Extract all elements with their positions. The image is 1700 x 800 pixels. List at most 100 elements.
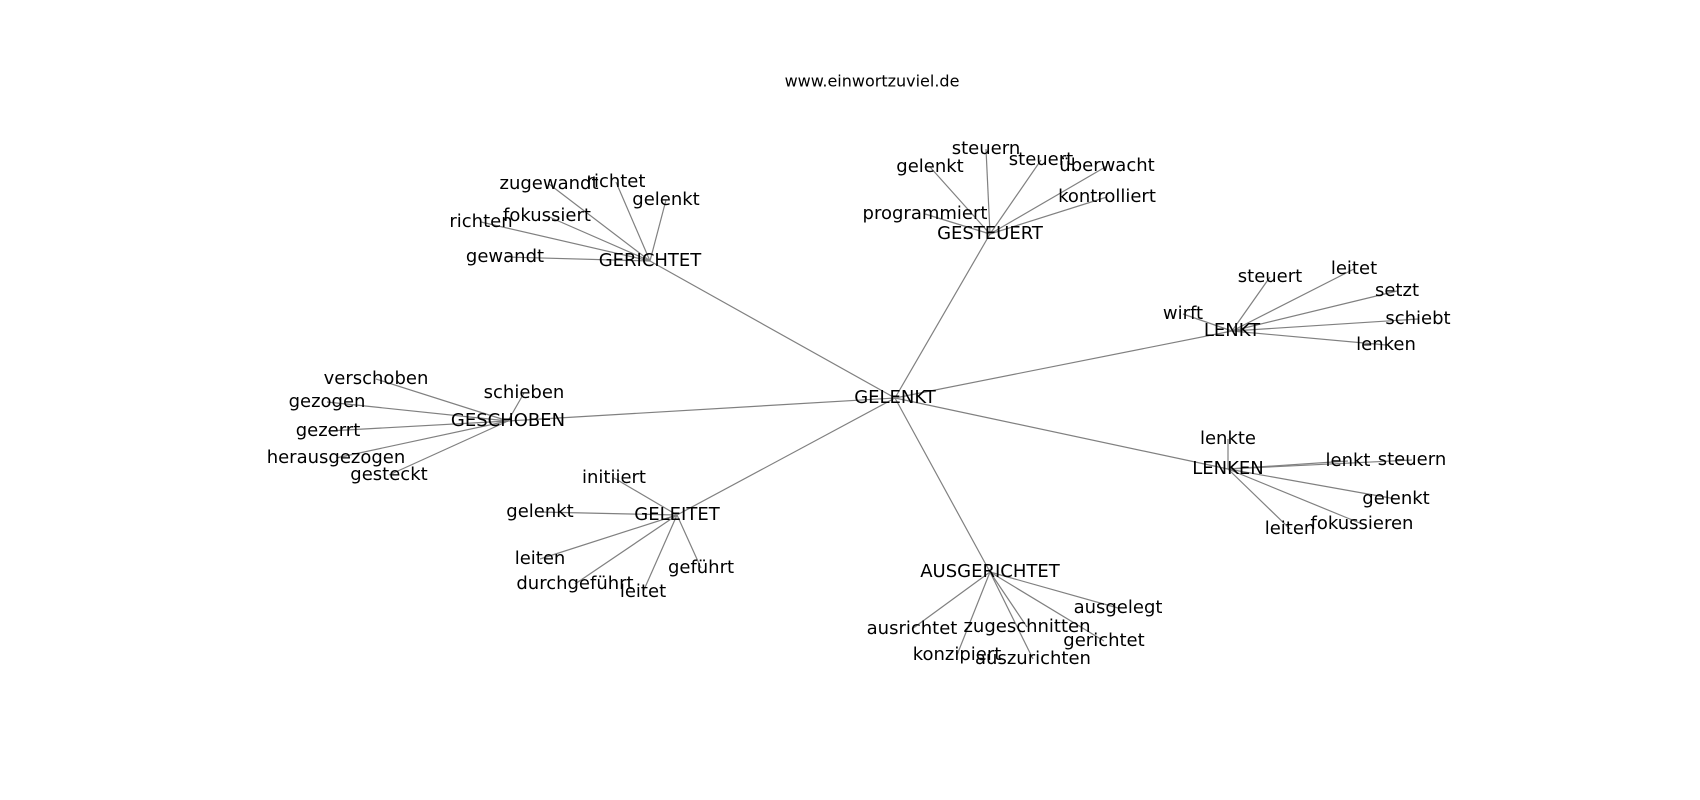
leaf-node-gesteuert-ueberwacht: überwacht: [1059, 155, 1154, 176]
leaf-node-gerichtet-richtet: richtet: [587, 171, 646, 192]
leaf-node-geleitet-gelenkt: gelenkt: [506, 501, 573, 522]
edge-geleitet-leitet: [642, 514, 678, 593]
edges-layer: [326, 148, 1419, 660]
leaf-node-ausgerichtet-zugeschnitten: zugeschnitten: [963, 616, 1090, 637]
leaf-node-geschoben-gezerrt: gezerrt: [296, 420, 361, 441]
leaf-node-geschoben-gezogen: gezogen: [289, 391, 366, 412]
edge-lenken-steuern: [1227, 459, 1413, 470]
edge-geschoben-schieben: [507, 392, 525, 422]
edge-ausgerichtet-gerichtet: [989, 571, 1105, 642]
hub-node-geleitet: GELEITET: [634, 504, 720, 525]
leaf-node-geleitet-durchgefuehrt: durchgeführt: [516, 573, 633, 594]
edge-gesteuert-steuern: [985, 148, 991, 235]
leaf-node-lenken-lenkte: lenkte: [1200, 428, 1256, 449]
edge-geleitet-gefuehrt: [676, 514, 702, 569]
edge-geschoben-verschoben: [375, 378, 509, 422]
leaf-node-lenken-lenkt: lenkt: [1326, 450, 1371, 471]
edge-ausgerichtet-ausgelegt: [989, 571, 1119, 609]
leaf-node-lenkt-steuert: steuert: [1238, 266, 1302, 287]
leaf-node-geschoben-verschoben: verschoben: [324, 368, 429, 389]
leaf-node-gerichtet-gewandt: gewandt: [466, 246, 544, 267]
leaf-node-geschoben-herausgezogen: herausgezogen: [267, 447, 406, 468]
leaf-node-geschoben-gesteckt: gesteckt: [350, 464, 427, 485]
leaf-node-geleitet-leitet: leitet: [620, 581, 666, 602]
edge-lenken-fokussieren: [1227, 468, 1363, 525]
edge-geleitet-durchgefuehrt: [574, 514, 678, 585]
leaf-node-lenkt-lenken: lenken: [1356, 334, 1416, 355]
edge-geleitet-gelenkt: [539, 511, 678, 516]
hub-node-lenkt: LENKT: [1204, 320, 1261, 341]
edge-lenkt-lenken: [1231, 330, 1387, 346]
edge-ausgerichtet-zugeschnitten: [989, 571, 1028, 628]
site-url-label: www.einwortzuviel.de: [785, 72, 960, 91]
leaf-node-ausgerichtet-gerichtet: gerichtet: [1063, 630, 1144, 651]
leaf-node-ausgerichtet-ausgelegt: ausgelegt: [1074, 597, 1163, 618]
leaf-node-geschoben-schieben: schieben: [484, 382, 565, 403]
edge-geschoben-herausgezogen: [335, 420, 509, 459]
leaf-node-lenkt-schiebt: schiebt: [1385, 308, 1450, 329]
leaf-node-gerichtet-zugewandt: zugewandt: [500, 173, 599, 194]
edge-lenkt-leitet: [1231, 268, 1355, 332]
edge-gerichtet-fokussiert: [546, 215, 651, 262]
edge-center-gesteuert: [894, 233, 991, 399]
center-node-gelenkt: GELENKT: [854, 387, 937, 408]
leaf-node-gerichtet-fokussiert: fokussiert: [503, 205, 591, 226]
edge-geschoben-gezogen: [326, 401, 509, 422]
edge-lenkt-wirft: [1182, 313, 1233, 332]
leaf-node-lenken-leiten: leiten: [1265, 518, 1316, 539]
edge-gerichtet-gewandt: [504, 256, 651, 262]
edge-geschoben-gezerrt: [327, 420, 509, 432]
leaf-node-gesteuert-steuern: steuern: [952, 138, 1020, 159]
leaf-node-lenkt-setzt: setzt: [1375, 280, 1419, 301]
leaf-node-gesteuert-steuert: steuert: [1009, 149, 1073, 170]
edge-gesteuert-gelenkt: [929, 166, 991, 235]
leaf-node-ausgerichtet-konzipiert: konzipiert: [913, 644, 1002, 665]
hub-node-ausgerichtet: AUSGERICHTET: [920, 561, 1061, 582]
edge-lenkt-steuert: [1231, 276, 1271, 332]
edge-ausgerichtet-auszurichten: [989, 571, 1034, 660]
edge-center-geleitet: [676, 397, 896, 516]
leaf-node-geleitet-gefuehrt: geführt: [668, 557, 734, 578]
leaf-node-lenkt-wirft: wirft: [1163, 303, 1203, 324]
edge-ausgerichtet-ausrichtet: [911, 571, 991, 630]
edge-ausgerichtet-konzipiert: [956, 571, 991, 656]
edge-gerichtet-richtet: [615, 181, 651, 262]
hub-node-geschoben: GESCHOBEN: [451, 410, 565, 431]
edge-gesteuert-kontrolliert: [989, 196, 1108, 235]
edge-geschoben-gesteckt: [388, 420, 509, 476]
edge-lenken-gelenkt: [1227, 468, 1397, 500]
hub-node-gerichtet: GERICHTET: [599, 250, 703, 271]
leaf-node-gesteuert-kontrolliert: kontrolliert: [1058, 186, 1156, 207]
edge-lenkt-setzt: [1231, 290, 1398, 332]
edge-lenkt-schiebt: [1231, 318, 1419, 332]
edge-gerichtet-gelenkt: [649, 199, 667, 262]
leaf-node-gerichtet-richten: richten: [449, 211, 512, 232]
edge-center-lenken: [894, 397, 1229, 470]
leaf-node-gerichtet-gelenkt: gelenkt: [632, 189, 699, 210]
leaf-node-ausgerichtet-auszurichten: auszurichten: [975, 648, 1091, 669]
leaf-node-ausgerichtet-ausrichtet: ausrichtet: [867, 618, 958, 639]
edge-geleitet-leiten: [539, 514, 678, 560]
edge-gesteuert-programmiert: [924, 213, 991, 235]
edge-geleitet-initiiert: [613, 477, 678, 516]
edge-gesteuert-ueberwacht: [989, 165, 1108, 235]
leaf-node-gesteuert-programmiert: programmiert: [863, 203, 988, 224]
leaf-node-lenkt-leitet: leitet: [1331, 258, 1377, 279]
hub-node-gesteuert: GESTEUERT: [937, 223, 1044, 244]
edge-gesteuert-steuert: [989, 159, 1042, 235]
leaf-node-geleitet-initiiert: initiiert: [582, 467, 646, 488]
hub-node-lenken: LENKEN: [1192, 458, 1264, 479]
edge-center-geschoben: [507, 397, 896, 422]
edge-center-ausgerichtet: [894, 397, 991, 573]
labels-layer: GELENKTGERICHTETzugewandtrichtetgelenktf…: [267, 138, 1451, 669]
leaf-node-lenken-fokussieren: fokussieren: [1311, 513, 1414, 534]
edge-lenken-leiten: [1227, 468, 1291, 530]
leaf-node-lenken-gelenkt: gelenkt: [1362, 488, 1429, 509]
edge-center-lenkt: [894, 330, 1233, 399]
leaf-node-lenken-steuern: steuern: [1378, 449, 1446, 470]
edge-gerichtet-zugewandt: [548, 183, 651, 262]
edge-gerichtet-richten: [480, 221, 651, 262]
leaf-node-geleitet-leiten: leiten: [515, 548, 566, 569]
edge-center-gerichtet: [649, 260, 896, 399]
